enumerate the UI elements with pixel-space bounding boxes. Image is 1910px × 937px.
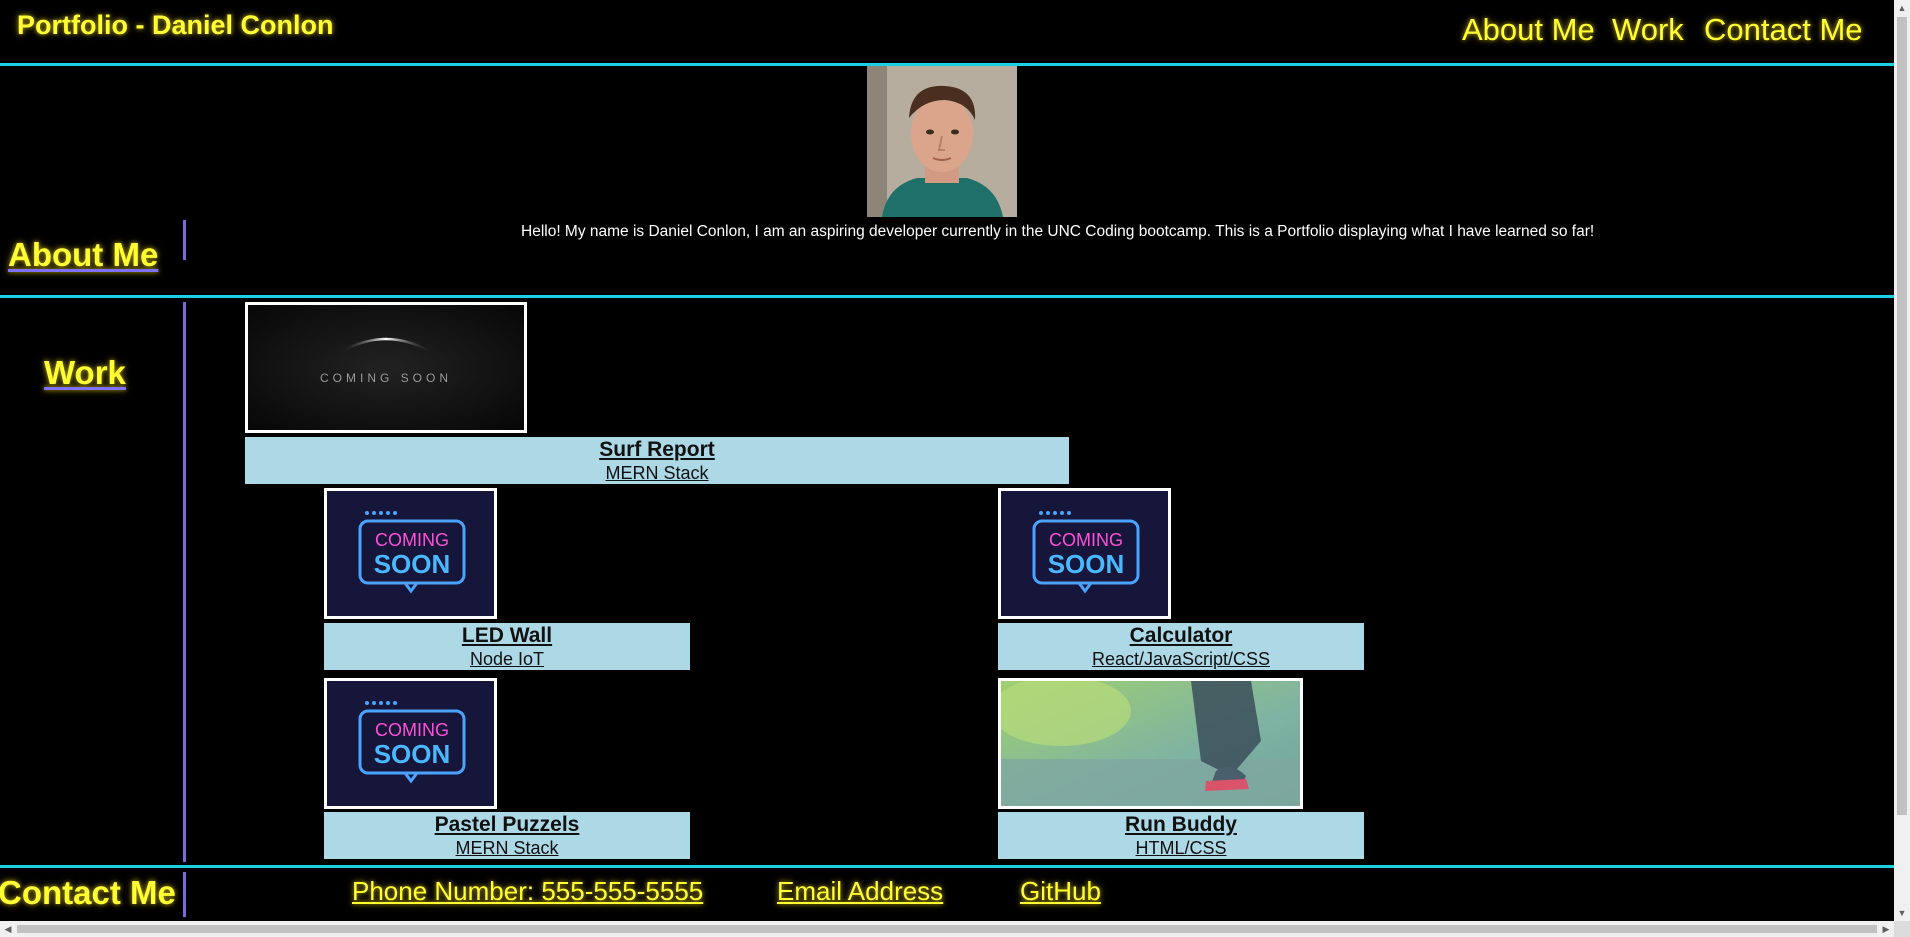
vertical-scrollbar-thumb[interactable] — [1897, 17, 1907, 815]
svg-text:COMING: COMING — [375, 720, 449, 740]
project-stack[interactable]: MERN Stack — [605, 463, 709, 483]
project-title[interactable]: Surf Report — [599, 438, 715, 461]
contact-vertical-rule — [183, 872, 186, 917]
svg-text:SOON: SOON — [374, 549, 451, 579]
scroll-left-arrow-icon[interactable]: ◀ — [4, 924, 12, 934]
coming-soon-dark-image: COMING SOON — [248, 305, 524, 430]
scrollbar-corner — [1894, 921, 1910, 937]
scroll-down-arrow-icon[interactable]: ▼ — [1897, 908, 1907, 918]
project-image-led-wall[interactable]: COMING SOON — [324, 488, 497, 619]
project-stack[interactable]: Node IoT — [469, 649, 545, 669]
work-heading: Work — [44, 354, 126, 391]
coming-soon-neon-image: COMING SOON — [327, 491, 494, 616]
project-image-run-buddy[interactable] — [998, 678, 1303, 809]
about-me-heading: About Me — [8, 236, 159, 273]
horizontal-scrollbar-thumb[interactable] — [17, 925, 1877, 933]
project-stack[interactable]: React/JavaScript/CSS — [1091, 649, 1271, 669]
profile-photo — [867, 66, 1017, 217]
work-vertical-rule — [183, 302, 186, 862]
contact-me-heading: Contact Me — [0, 874, 176, 911]
project-caption-pastel-puzzels[interactable]: Pastel Puzzels MERN Stack — [324, 812, 690, 859]
project-title[interactable]: Run Buddy — [1125, 813, 1237, 836]
nav-contact-me[interactable]: Contact Me — [1704, 12, 1863, 47]
svg-text:COMING: COMING — [375, 530, 449, 550]
coming-soon-neon-image: COMING SOON — [327, 681, 494, 806]
nav-about-me[interactable]: About Me — [1462, 12, 1595, 47]
project-image-surf-report[interactable]: COMING SOON — [245, 302, 527, 433]
coming-soon-neon-image: COMING SOON — [1001, 491, 1168, 616]
svg-text:COMING SOON: COMING SOON — [320, 371, 452, 385]
svg-text:COMING: COMING — [1049, 530, 1123, 550]
project-caption-calculator[interactable]: Calculator React/JavaScript/CSS — [998, 623, 1364, 670]
contact-phone-link[interactable]: Phone Number: 555-555-5555 — [352, 876, 704, 906]
contact-email-link[interactable]: Email Address — [777, 876, 944, 906]
project-caption-run-buddy[interactable]: Run Buddy HTML/CSS — [998, 812, 1364, 859]
runner-photo-image — [1001, 681, 1300, 806]
project-caption-surf-report[interactable]: Surf Report MERN Stack — [245, 437, 1069, 484]
about-divider — [0, 295, 1894, 298]
project-stack[interactable]: MERN Stack — [455, 838, 559, 858]
project-stack[interactable]: HTML/CSS — [1135, 838, 1227, 858]
svg-text:SOON: SOON — [1048, 549, 1125, 579]
header-divider — [0, 63, 1894, 66]
svg-text:SOON: SOON — [374, 739, 451, 769]
scroll-right-arrow-icon[interactable]: ▶ — [1882, 924, 1890, 934]
about-intro-text: Hello! My name is Daniel Conlon, I am an… — [521, 223, 1595, 240]
project-image-calculator[interactable]: COMING SOON — [998, 488, 1171, 619]
project-title[interactable]: LED Wall — [461, 624, 553, 647]
about-vertical-rule — [183, 220, 186, 260]
project-title[interactable]: Pastel Puzzels — [434, 813, 580, 836]
project-title[interactable]: Calculator — [1129, 624, 1233, 647]
site-title: Portfolio - Daniel Conlon — [17, 10, 334, 40]
nav-work[interactable]: Work — [1612, 12, 1684, 47]
contact-github-link[interactable]: GitHub — [1020, 876, 1101, 906]
project-caption-led-wall[interactable]: LED Wall Node IoT — [324, 623, 690, 670]
scroll-up-arrow-icon[interactable]: ▲ — [1897, 3, 1907, 13]
work-divider — [0, 865, 1894, 868]
project-image-pastel-puzzels[interactable]: COMING SOON — [324, 678, 497, 809]
